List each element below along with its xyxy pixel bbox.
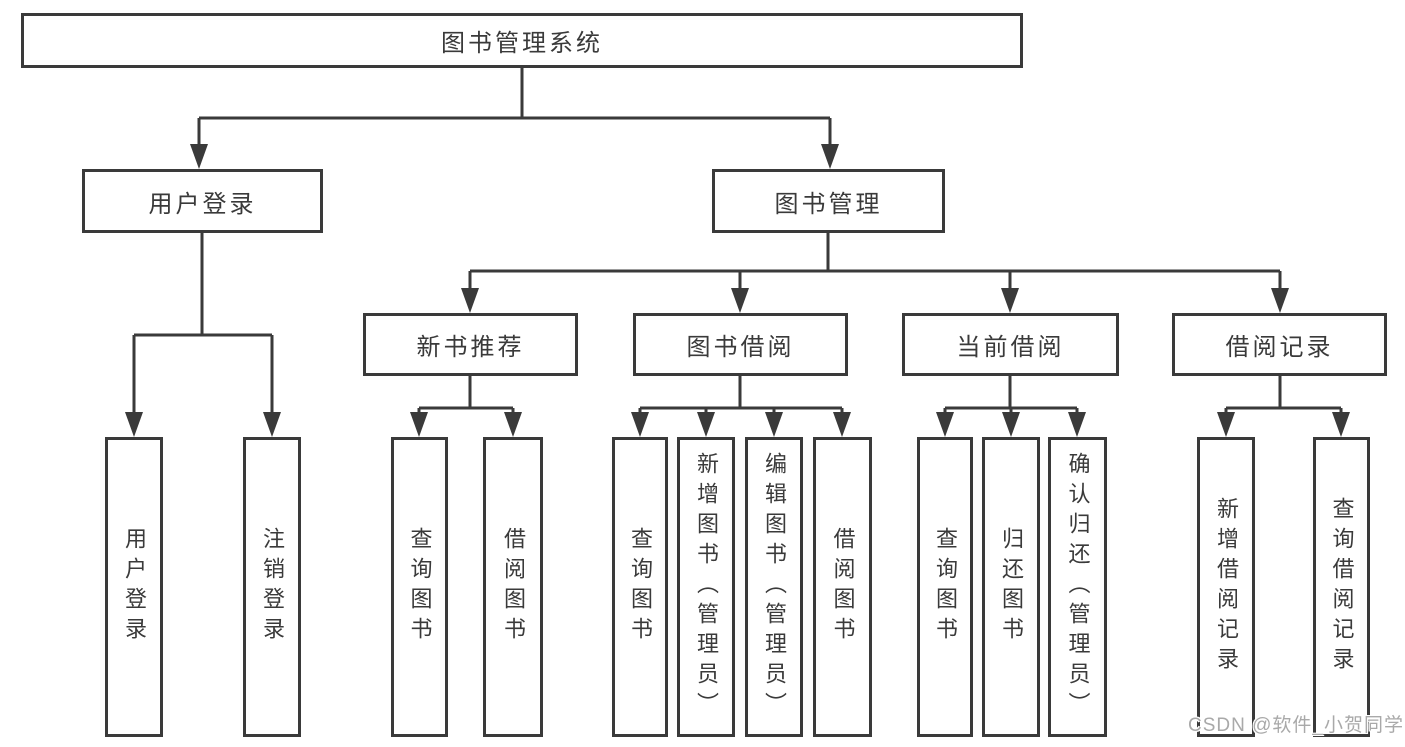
arrowhead-down-icon — [1002, 412, 1020, 437]
node-borrow-record: 借阅记录 — [1172, 313, 1387, 376]
node-user-login-leaf: 用户登录 — [105, 437, 163, 737]
node-new-book-recommend: 新书推荐 — [363, 313, 578, 376]
node-add-book-admin: 新增图书（管理员） — [677, 437, 735, 737]
node-add-borrow-record: 新增借阅记录 — [1197, 437, 1255, 737]
node-confirm-return-admin: 确认归还（管理员） — [1048, 437, 1107, 737]
node-query-book-borrow: 查询图书 — [612, 437, 668, 737]
node-current-borrow: 当前借阅 — [902, 313, 1119, 376]
node-library-system: 图书管理系统 — [21, 13, 1023, 68]
csdn-watermark: CSDN @软件_小贺同学 — [1188, 715, 1404, 736]
arrowhead-down-icon — [1217, 412, 1235, 437]
arrowhead-down-icon — [821, 144, 839, 169]
arrowhead-down-icon — [410, 412, 428, 437]
arrowhead-down-icon — [461, 288, 479, 313]
arrowhead-down-icon — [1332, 412, 1350, 437]
node-user-login: 用户登录 — [82, 169, 323, 233]
arrowhead-down-icon — [1271, 288, 1289, 313]
node-query-book-current: 查询图书 — [917, 437, 973, 737]
node-edit-book-admin: 编辑图书（管理员） — [745, 437, 803, 737]
arrowhead-down-icon — [190, 144, 208, 169]
arrowhead-down-icon — [125, 412, 143, 437]
node-borrow-book-recommend: 借阅图书 — [483, 437, 543, 737]
arrowhead-down-icon — [1068, 412, 1086, 437]
arrowhead-down-icon — [936, 412, 954, 437]
node-logout-leaf: 注销登录 — [243, 437, 301, 737]
node-query-book-recommend: 查询图书 — [391, 437, 448, 737]
node-query-borrow-record: 查询借阅记录 — [1313, 437, 1370, 737]
arrowhead-down-icon — [631, 412, 649, 437]
arrowhead-down-icon — [263, 412, 281, 437]
arrowhead-down-icon — [833, 412, 851, 437]
arrowhead-down-icon — [731, 288, 749, 313]
node-book-management: 图书管理 — [712, 169, 945, 233]
arrowhead-down-icon — [1001, 288, 1019, 313]
node-book-borrow: 图书借阅 — [633, 313, 848, 376]
arrowhead-down-icon — [697, 412, 715, 437]
node-return-book: 归还图书 — [982, 437, 1040, 737]
node-borrow-book-borrow: 借阅图书 — [813, 437, 872, 737]
arrowhead-down-icon — [765, 412, 783, 437]
arrowhead-down-icon — [504, 412, 522, 437]
